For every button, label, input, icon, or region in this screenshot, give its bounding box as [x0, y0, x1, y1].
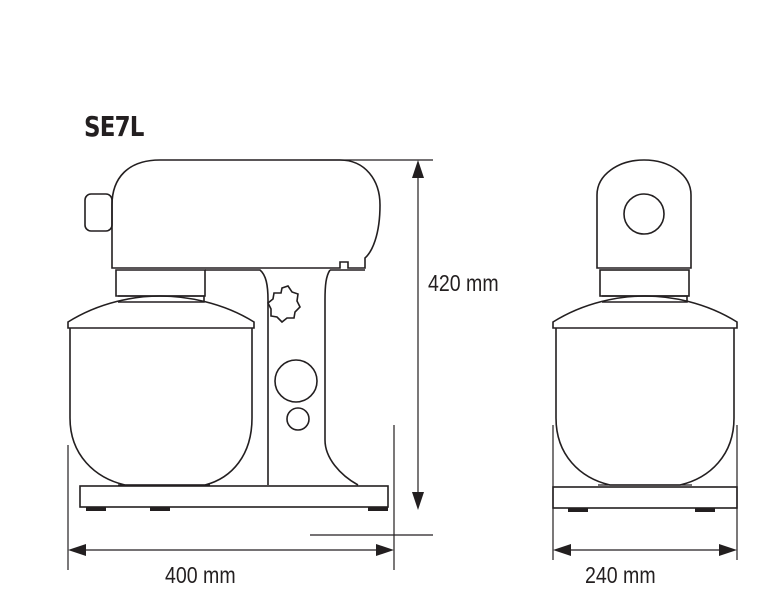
depth-label: 240 mm [585, 562, 656, 588]
side-view-gear-knob [266, 285, 301, 324]
side-view-collar [115, 269, 206, 297]
side-view-foot [150, 507, 170, 511]
side-view-bowl-lid [67, 295, 255, 329]
front-view-foot [695, 508, 715, 512]
side-view-large-dial [274, 359, 318, 403]
side-view-foot [86, 507, 106, 511]
front-view-hub [623, 193, 665, 235]
side-view-small-dial [286, 407, 310, 431]
side-view-knob [84, 193, 113, 232]
side-view-bowl [69, 328, 253, 486]
side-view-mixer [67, 159, 389, 511]
front-view-bowl [555, 328, 735, 486]
width-label: 400 mm [165, 562, 236, 588]
front-view-bowl-lid [552, 295, 738, 329]
side-view-foot [368, 507, 388, 511]
front-view-collar [599, 269, 690, 297]
width-dimension-line [67, 425, 395, 570]
side-view-column [205, 269, 359, 486]
front-view-base [552, 486, 738, 509]
model-title: SE7L [84, 110, 144, 143]
front-view-head [596, 159, 692, 269]
depth-dimension-line [552, 425, 738, 560]
height-dimension-line [310, 159, 433, 536]
height-label: 420 mm [428, 270, 499, 296]
front-view-foot [568, 508, 588, 512]
front-view-mixer [552, 159, 738, 512]
side-view-head [111, 159, 381, 269]
side-view-base [79, 485, 389, 508]
